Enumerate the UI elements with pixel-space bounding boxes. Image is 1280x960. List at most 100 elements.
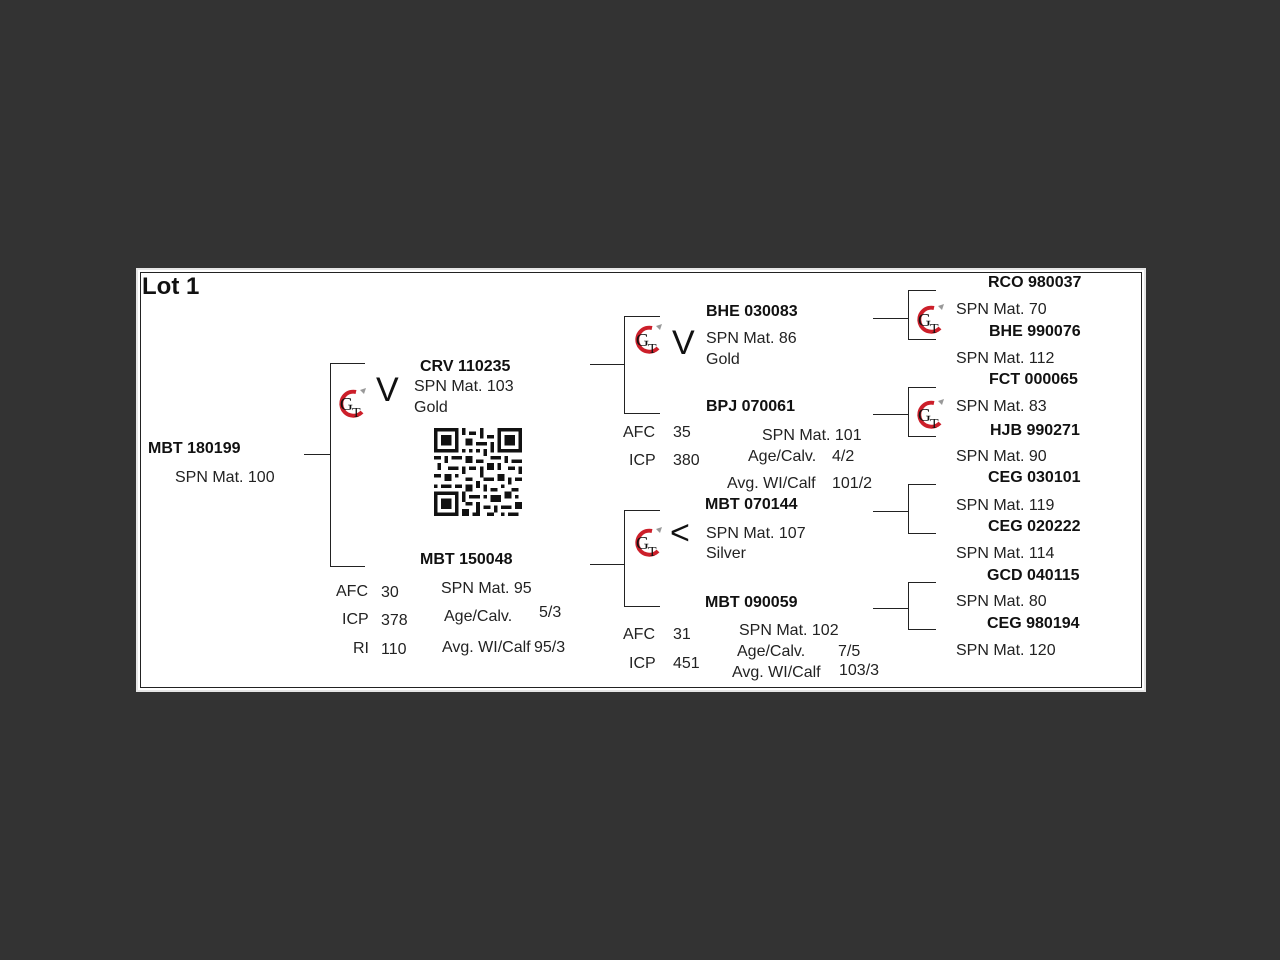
- sire-mat: SPN Mat. 103: [414, 378, 514, 395]
- ggp-id: CEG 030101: [988, 469, 1081, 486]
- gt-logo-icon: G T: [635, 324, 662, 356]
- sire-sire-mat: SPN Mat. 86: [706, 330, 797, 347]
- ggp-id: BHE 990076: [989, 323, 1081, 340]
- sire-dam-id: BPJ 070061: [706, 398, 795, 415]
- connector: [908, 436, 936, 437]
- dam-dam-age: 7/5: [838, 643, 861, 660]
- connector: [908, 387, 936, 388]
- dam-age: 5/3: [539, 604, 562, 621]
- subject-id: MBT 180199: [148, 440, 241, 457]
- ggp-mat: SPN Mat. 114: [956, 545, 1055, 562]
- connector: [590, 564, 624, 565]
- dam-sire-mat: SPN Mat. 107: [706, 525, 806, 542]
- dam-afc-label: AFC: [336, 583, 368, 600]
- sire-dam-afc-label: AFC: [623, 424, 655, 441]
- dam-ri-label: RI: [353, 640, 369, 657]
- status-symbol: <: [670, 514, 690, 552]
- connector: [908, 533, 936, 534]
- svg-text:G: G: [636, 330, 649, 350]
- sire-dam-mat: SPN Mat. 101: [762, 427, 862, 444]
- dam-dam-icp-label: ICP: [629, 655, 656, 672]
- dam-age-label: Age/Calv.: [444, 608, 513, 625]
- connector: [908, 387, 909, 437]
- connector: [908, 484, 909, 534]
- gt-logo-icon: G T: [917, 399, 944, 431]
- dam-dam-avg: 103/3: [839, 662, 880, 679]
- connector: [908, 582, 909, 630]
- connector: [624, 510, 625, 607]
- connector: [873, 414, 908, 415]
- dam-icp: 378: [381, 612, 408, 629]
- svg-text:T: T: [648, 342, 657, 356]
- svg-text:T: T: [930, 322, 939, 336]
- svg-text:G: G: [918, 310, 931, 330]
- connector: [908, 629, 936, 630]
- connector: [624, 413, 660, 414]
- sire-sire-id: BHE 030083: [706, 303, 798, 320]
- connector: [908, 582, 936, 583]
- svg-text:G: G: [918, 405, 931, 425]
- connector: [873, 608, 908, 609]
- dam-ri: 110: [381, 641, 407, 658]
- sire-dam-avg-label: Avg. WI/Calf: [727, 475, 816, 492]
- ggp-mat: SPN Mat. 119: [956, 497, 1055, 514]
- sire-id: CRV 110235: [420, 358, 511, 375]
- ggp-mat: SPN Mat. 120: [956, 642, 1056, 659]
- ggp-id: CEG 980194: [987, 615, 1080, 632]
- dam-avg-label: Avg. WI/Calf: [442, 639, 531, 656]
- svg-text:T: T: [930, 417, 939, 431]
- dam-dam-mat: SPN Mat. 102: [739, 622, 839, 639]
- dam-avg: 95/3: [534, 639, 566, 656]
- sire-medal: Gold: [414, 399, 448, 416]
- ggp-mat: SPN Mat. 70: [956, 301, 1047, 318]
- svg-text:G: G: [636, 533, 649, 553]
- dam-sire-medal: Silver: [706, 545, 747, 562]
- connector: [330, 363, 365, 364]
- dam-sire-id: MBT 070144: [705, 496, 798, 513]
- dam-id: MBT 150048: [420, 551, 513, 568]
- dam-mat: SPN Mat. 95: [441, 580, 532, 597]
- ggp-id: GCD 040115: [987, 567, 1080, 584]
- sire-dam-age: 4/2: [832, 448, 855, 465]
- connector: [624, 510, 660, 511]
- pedigree-card: Lot 1 MBT 180199 SPN Mat. 100 G T V CRV …: [136, 268, 1146, 692]
- connector: [624, 316, 660, 317]
- ggp-mat: SPN Mat. 90: [956, 448, 1047, 465]
- connector: [873, 318, 908, 319]
- dam-dam-avg-label: Avg. WI/Calf: [732, 664, 821, 681]
- dam-dam-afc: 31: [673, 626, 691, 643]
- ggp-mat: SPN Mat. 83: [956, 398, 1047, 415]
- connector: [873, 511, 908, 512]
- sire-sire-medal: Gold: [706, 351, 740, 368]
- gt-logo-icon: G T: [917, 304, 944, 336]
- ggp-mat: SPN Mat. 112: [956, 350, 1055, 367]
- sire-dam-avg: 101/2: [832, 475, 873, 492]
- connector: [330, 363, 331, 567]
- ggp-id: CEG 020222: [988, 518, 1081, 535]
- subject-mat: SPN Mat. 100: [175, 469, 275, 486]
- ggp-id: RCO 980037: [988, 274, 1082, 291]
- connector: [908, 484, 936, 485]
- connector: [624, 316, 625, 414]
- svg-text:G: G: [340, 394, 353, 414]
- dam-dam-age-label: Age/Calv.: [737, 643, 806, 660]
- connector: [908, 290, 936, 291]
- sire-dam-icp-label: ICP: [629, 452, 656, 469]
- connector: [304, 454, 330, 455]
- dam-afc: 30: [381, 584, 399, 601]
- svg-text:T: T: [352, 406, 361, 420]
- qr-code-icon: [434, 428, 522, 516]
- ggp-id: FCT 000065: [989, 371, 1078, 388]
- gt-logo-icon: G T: [339, 388, 366, 420]
- sire-dam-icp: 380: [673, 452, 700, 469]
- ggp-id: HJB 990271: [990, 422, 1080, 439]
- lot-title: Lot 1: [142, 273, 200, 300]
- dam-dam-id: MBT 090059: [705, 594, 798, 611]
- connector: [330, 566, 365, 567]
- connector: [908, 339, 936, 340]
- sire-dam-afc: 35: [673, 424, 691, 441]
- svg-text:T: T: [648, 545, 657, 559]
- dam-dam-afc-label: AFC: [623, 626, 655, 643]
- connector: [624, 606, 660, 607]
- pedigree-frame: [140, 272, 1142, 688]
